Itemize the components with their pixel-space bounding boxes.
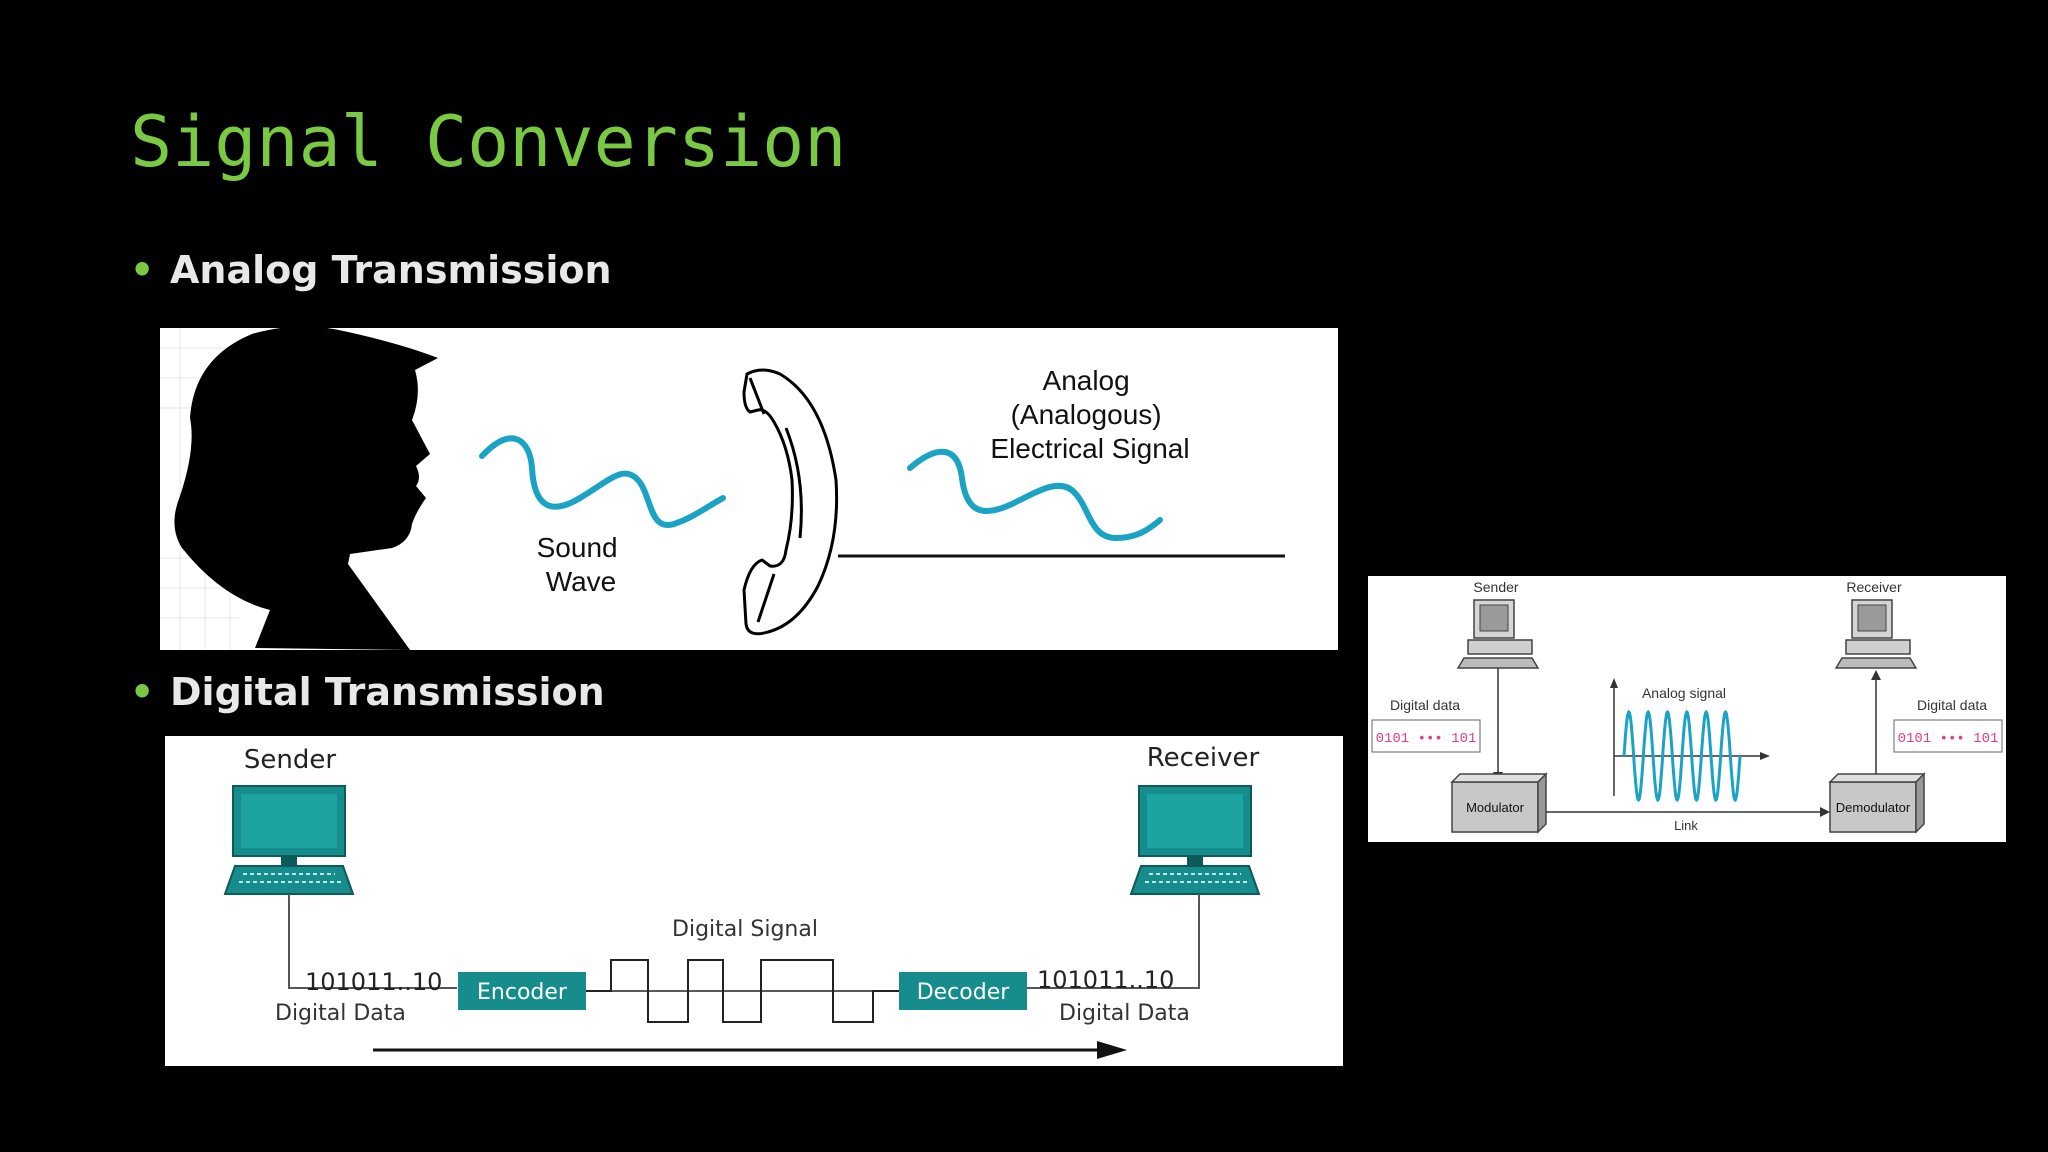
background-grid-pattern bbox=[160, 328, 240, 650]
telephone-handset-icon bbox=[742, 368, 839, 636]
mod-receiver-bits-box bbox=[1893, 719, 2003, 753]
arrow-head-icon bbox=[1760, 752, 1770, 760]
sound-wave-icon bbox=[479, 435, 726, 529]
link-label: Link bbox=[1674, 818, 1698, 833]
modulator-box bbox=[1450, 772, 1548, 834]
modulation-diagram: Sender Receiver Digital data 0101 ••• 10… bbox=[1368, 576, 2006, 842]
mod-sender-computer-icon bbox=[1456, 599, 1540, 669]
receiver-label: Receiver bbox=[1147, 743, 1260, 773]
analog-signal-label: Analog signal bbox=[1642, 685, 1726, 701]
mod-sender-data-label: Digital data bbox=[1390, 697, 1460, 713]
mod-sender-bits: 0101 ••• 101 bbox=[1376, 731, 1477, 747]
analog-signal-wave-icon bbox=[1622, 709, 1742, 803]
arrow-head-icon bbox=[1097, 1041, 1127, 1059]
bullet-dot-icon: • bbox=[130, 248, 155, 292]
receiver-computer-icon bbox=[1129, 785, 1261, 895]
mod-sender-bits-box bbox=[1371, 719, 1481, 753]
encoder-box bbox=[458, 972, 586, 1010]
bullet-digital-transmission: • Digital Transmission bbox=[130, 670, 605, 714]
mod-receiver-computer-icon bbox=[1834, 599, 1918, 669]
mod-receiver-data-label: Digital data bbox=[1917, 697, 1987, 713]
receiver-data-label: Digital Data bbox=[1059, 1001, 1190, 1026]
encoder-label: Encoder bbox=[477, 980, 568, 1005]
slide-title: Signal Conversion bbox=[130, 101, 847, 183]
arrow-head-icon bbox=[1820, 807, 1830, 817]
sender-bits: 101011..10 bbox=[305, 968, 442, 996]
digital-transmission-diagram: Sender Receiver 101011..10 Digital Data … bbox=[165, 736, 1343, 1066]
decoder-label: Decoder bbox=[917, 980, 1011, 1005]
analog-signal-wave-icon bbox=[907, 448, 1163, 542]
sender-label: Sender bbox=[244, 745, 336, 775]
sound-wave-label: Sound Wave bbox=[537, 532, 626, 597]
modulator-label: Modulator bbox=[1466, 800, 1524, 815]
arrow-head-icon bbox=[1871, 670, 1881, 680]
receiver-bits: 101011..10 bbox=[1037, 966, 1174, 994]
sender-connection-line bbox=[288, 894, 457, 989]
demodulator-box bbox=[1828, 772, 1926, 834]
analog-signal-label: Analog (Analogous) Electrical Signal bbox=[990, 365, 1189, 464]
bullet-label: Analog Transmission bbox=[170, 248, 612, 292]
demodulator-label: Demodulator bbox=[1836, 800, 1911, 815]
decoder-box bbox=[899, 972, 1027, 1010]
bullet-label: Digital Transmission bbox=[170, 670, 605, 714]
sender-data-label: Digital Data bbox=[275, 1001, 406, 1026]
bullet-analog-transmission: • Analog Transmission bbox=[130, 248, 612, 292]
receiver-connection-line bbox=[1027, 894, 1200, 989]
digital-signal-label: Digital Signal bbox=[672, 917, 818, 942]
mod-sender-label: Sender bbox=[1473, 579, 1518, 595]
mod-receiver-bits: 0101 ••• 101 bbox=[1898, 731, 1999, 747]
woman-silhouette-icon bbox=[174, 328, 438, 650]
mod-receiver-label: Receiver bbox=[1846, 579, 1902, 595]
analog-transmission-diagram: Sound Wave Analog (Analogous) Electrical… bbox=[160, 328, 1338, 650]
bullet-dot-icon: • bbox=[130, 670, 155, 714]
sender-computer-icon bbox=[223, 785, 355, 895]
arrow-head-icon bbox=[1610, 678, 1618, 688]
